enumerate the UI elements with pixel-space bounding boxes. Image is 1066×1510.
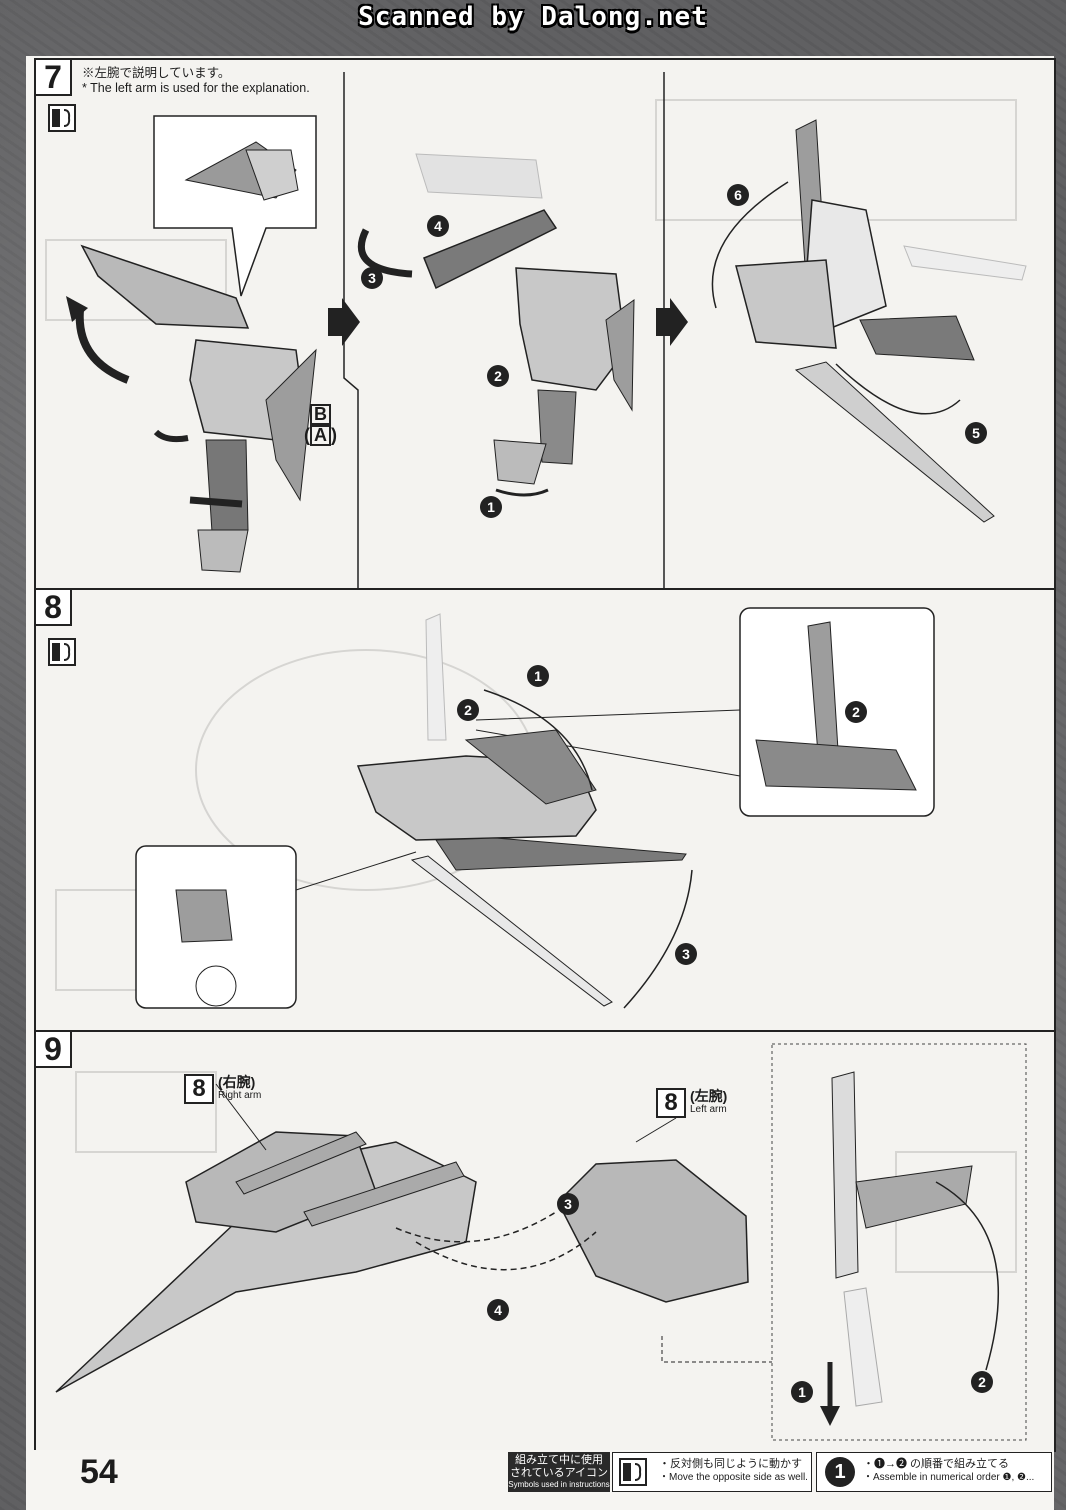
part-label: B (A) — [304, 404, 337, 446]
step-7-panel: 7 ※左腕で説明しています。 * The left arm is used fo… — [34, 58, 1056, 590]
left-arm-jp: (左腕) — [690, 1088, 728, 1104]
legend-order-jp: ・❶→❷ の順番で組み立てる — [863, 1458, 1010, 1470]
scan-watermark: Scanned by Dalong.net — [358, 2, 708, 32]
callout-number: 2 — [978, 1374, 986, 1390]
arm-diagram-initial — [66, 244, 317, 573]
callout-number: 4 — [434, 218, 442, 234]
callout-number: 6 — [734, 187, 742, 203]
step-number: 8 — [36, 590, 72, 626]
mirror-symmetry-icon — [48, 638, 76, 666]
callout-number: 1 — [534, 668, 542, 684]
next-step-arrow-1 — [328, 298, 360, 346]
part-b-box: B — [310, 404, 331, 425]
callout-badges: 1 2 3 4 5 6 — [361, 184, 987, 518]
legend-numerical-order: 1 ・❶→❷ の順番で組み立てる ・Assemble in numerical … — [816, 1452, 1052, 1492]
step-8-illustration: 1 2 2 3 — [55, 607, 935, 1009]
callout-number: 2 — [852, 704, 860, 720]
callout-badges: 1 2 3 4 — [487, 1193, 993, 1403]
callout-number: 3 — [368, 270, 376, 286]
right-arm-label: 8 (右腕) Right arm — [184, 1074, 261, 1104]
right-arm-jp: (右腕) — [218, 1074, 256, 1090]
legend-opposite-en: ・Move the opposite side as well. — [659, 1472, 808, 1483]
callout-number: 3 — [564, 1196, 572, 1212]
callout-number: 5 — [972, 425, 980, 441]
callout-number: 1 — [487, 499, 495, 515]
step-9-illustration: 1 2 3 4 — [55, 1043, 1027, 1441]
callout-number: 1 — [798, 1384, 806, 1400]
step-9-panel: 9 8 (右腕) Right arm 8 (左腕) Left arm — [34, 1030, 1056, 1452]
arm-diagram-folding — [357, 153, 635, 497]
part-8-box: 8 — [184, 1074, 214, 1104]
callout-badges: 1 2 2 3 — [457, 665, 867, 965]
legend-opposite-jp: ・反対側も同じように動かす — [659, 1458, 802, 1470]
legend-title-en: Symbols used in instructions — [508, 1480, 610, 1489]
part-8-box: 8 — [656, 1088, 686, 1118]
left-arm-en: Left arm — [690, 1104, 727, 1115]
callout-number: 4 — [494, 1302, 502, 1318]
step-number: 9 — [36, 1032, 72, 1068]
step-number: 7 — [36, 60, 72, 96]
part-a-box: A — [310, 425, 331, 446]
mirror-symmetry-icon — [48, 104, 76, 132]
numbered-callout-icon: 1 — [825, 1457, 855, 1487]
mirror-symmetry-icon — [619, 1458, 647, 1486]
callout-number: 2 — [494, 368, 502, 384]
legend-order-en: ・Assemble in numerical order ❶, ❷... — [863, 1472, 1035, 1483]
step-note: ※左腕で説明しています。 * The left arm is used for … — [82, 66, 310, 96]
step-7-illustration: 1 2 3 4 5 6 — [45, 72, 1027, 588]
note-english: * The left arm is used for the explanati… — [82, 81, 310, 95]
page-number: 54 — [80, 1453, 118, 1491]
right-arm-en: Right arm — [218, 1090, 262, 1101]
legend-opposite-side: ・反対側も同じように動かす ・Move the opposite side as… — [612, 1452, 812, 1492]
legend-title-jp-1: 組み立て中に使用 — [515, 1454, 603, 1466]
left-arm-label: 8 (左腕) Left arm — [656, 1088, 727, 1118]
step-8-panel: 8 1 2 2 3 — [34, 588, 1056, 1032]
note-japanese: ※左腕で説明しています。 — [82, 66, 231, 80]
legend-title: 組み立て中に使用 されているアイコン Symbols used in instr… — [508, 1452, 610, 1492]
legend-title-jp-2: されているアイコン — [509, 1467, 609, 1479]
callout-number: 2 — [464, 702, 472, 718]
next-step-arrow-2 — [656, 298, 688, 346]
arm-diagram-rotated — [711, 119, 1027, 523]
callout-number: 3 — [682, 946, 690, 962]
